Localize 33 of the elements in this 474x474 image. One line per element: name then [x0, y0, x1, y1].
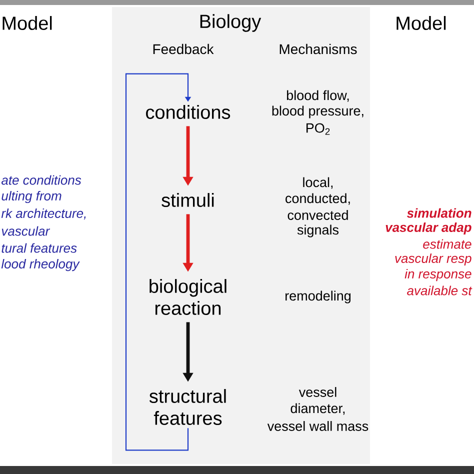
model-description: rk architecture,	[1, 208, 86, 220]
mechanism-text: signals	[297, 224, 338, 238]
mechanism-text: remodeling	[286, 290, 350, 304]
column-heading: Mechanisms	[280, 44, 357, 54]
heading: Model	[2, 16, 52, 30]
model-description: estimate	[423, 239, 472, 249]
model-description: simulation	[406, 208, 472, 218]
mechanism-text: diameter,	[290, 403, 345, 415]
mechanism-text: vessel	[298, 387, 336, 397]
model-description: ate conditions	[2, 175, 82, 185]
stage-label: biological reaction	[150, 279, 226, 315]
model-description: vascular resp	[395, 253, 472, 266]
model-description: tural features	[2, 243, 77, 253]
mechanism-text: blood pressure,	[272, 106, 364, 118]
arrow	[125, 73, 192, 451]
mechanism-text: convected	[288, 210, 348, 220]
model-description: available st	[407, 286, 472, 296]
model-description: ulting from	[2, 190, 62, 204]
stage-label: stimuli	[162, 193, 214, 207]
column-heading: Feedback	[153, 44, 214, 54]
model-description: lood rheology	[1, 258, 80, 272]
stage-label: structural features	[149, 389, 226, 425]
heading: Model	[396, 16, 446, 30]
model-description: vascular adap	[386, 222, 472, 235]
mechanism-text: vessel wall mass	[267, 421, 368, 431]
heading: Biology	[200, 14, 262, 32]
mechanism-text: local,	[303, 177, 333, 189]
mechanism-text: PO$_{2}$	[306, 123, 330, 135]
mechanism-text: conducted,	[286, 193, 350, 205]
model-description: vascular	[2, 226, 50, 236]
stage-label: conditions	[146, 105, 230, 119]
mechanism-text: blood flow,	[286, 90, 349, 102]
model-description: in response	[404, 268, 472, 282]
